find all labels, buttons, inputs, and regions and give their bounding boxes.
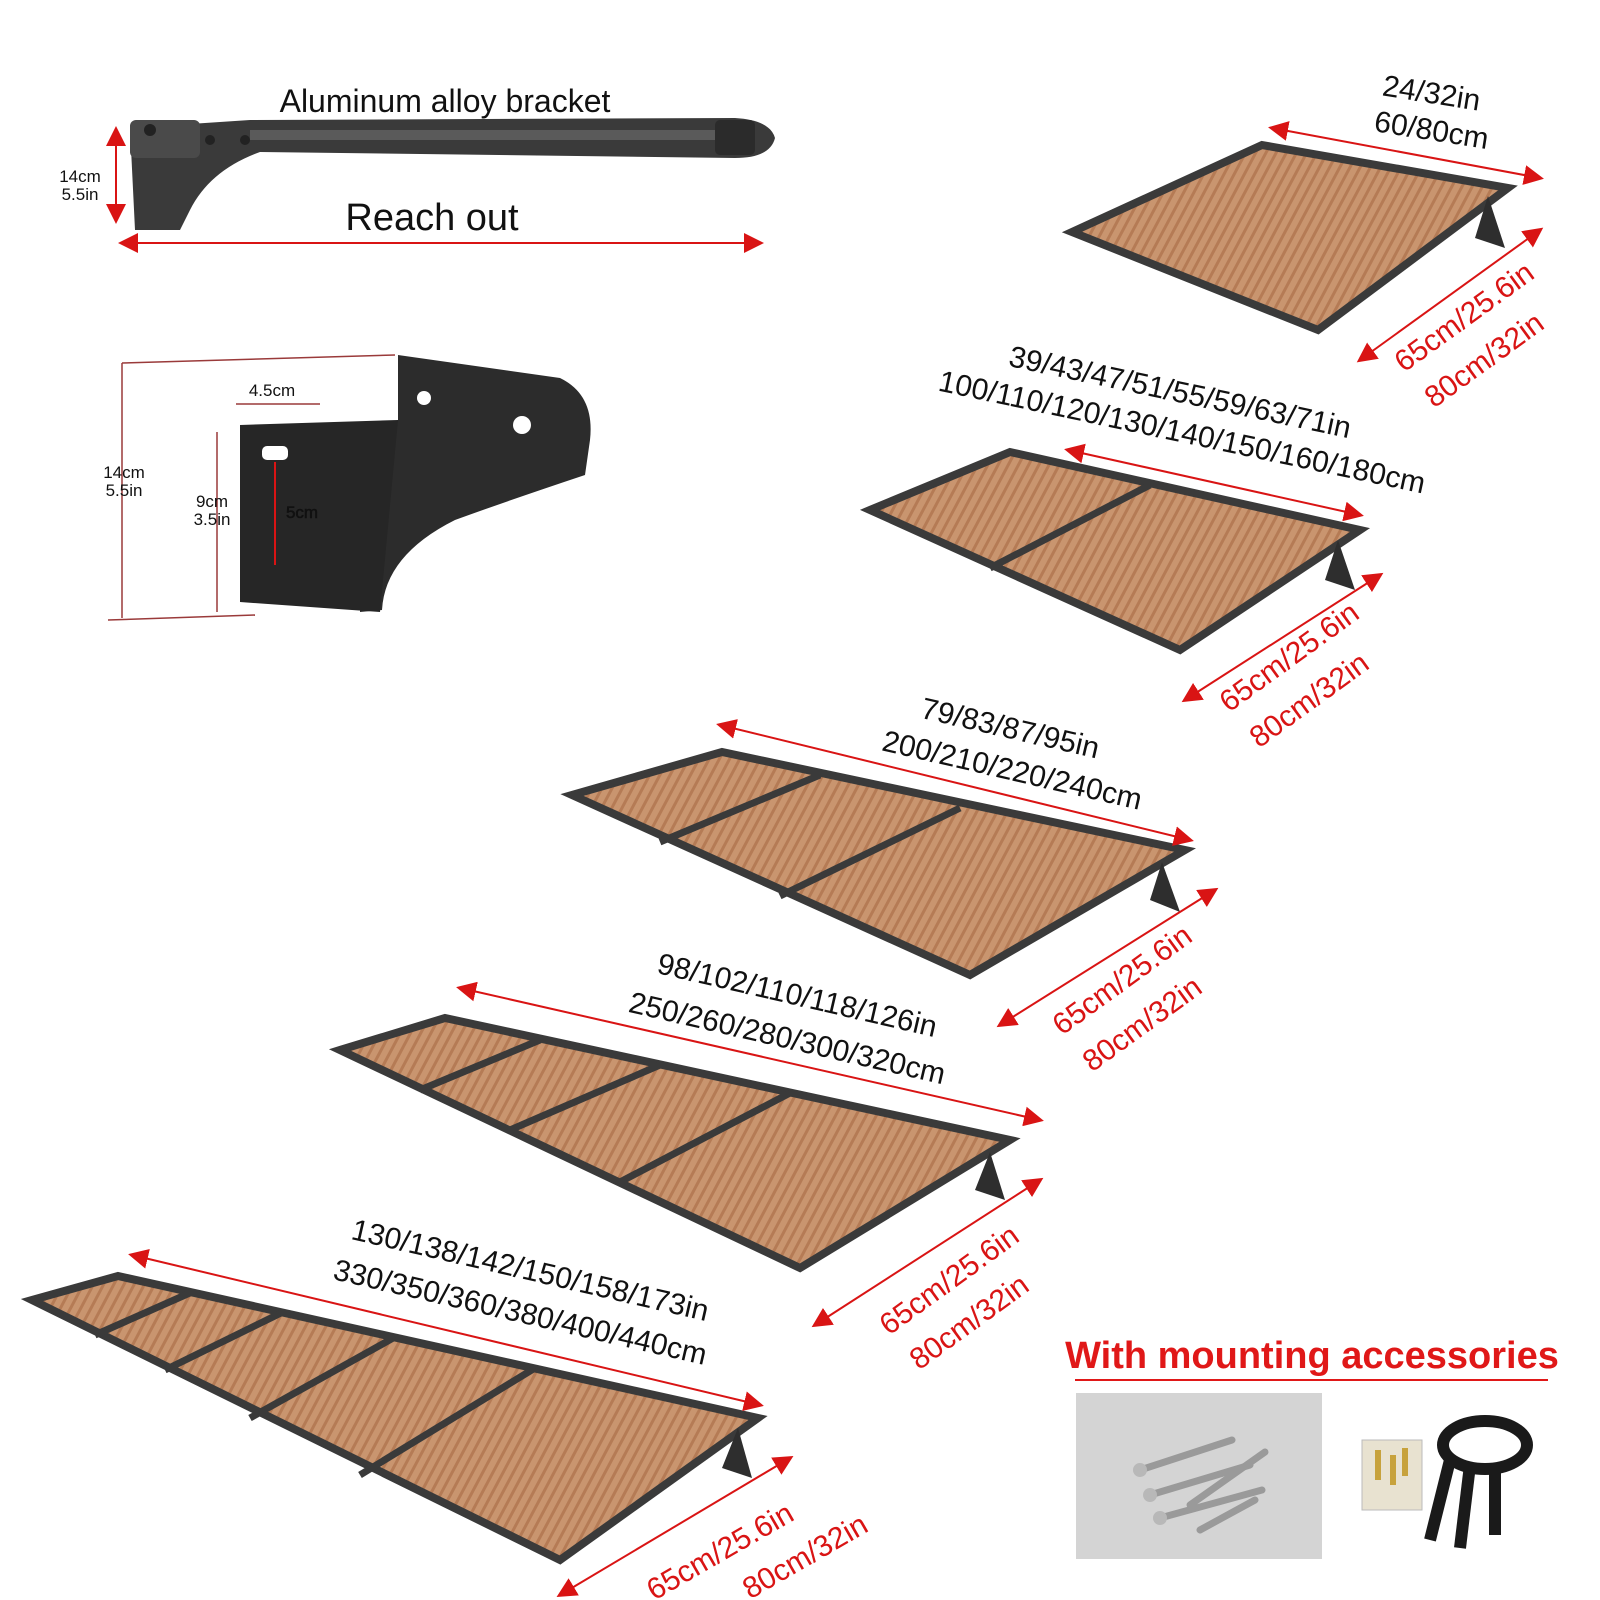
reach-out-label: Reach out xyxy=(345,197,519,239)
canopy-5-depth-arrow xyxy=(556,1455,794,1598)
wall-bracket-height-cm: 14cm xyxy=(103,463,145,482)
canopy-5: 130/138/142/150/158/173in 330/350/360/38… xyxy=(20,1214,873,1600)
expansion-bolts-photo xyxy=(1076,1393,1322,1559)
seal-strip-and-screws-photo xyxy=(1355,1393,1550,1559)
canopy-2-depth-arrow xyxy=(1181,572,1384,703)
canopy-5-width-arrow xyxy=(128,1248,764,1412)
canopy-2: 39/43/47/51/55/59/63/71in 100/110/120/13… xyxy=(859,340,1428,754)
arm-bracket-image xyxy=(130,118,775,230)
accessories-title: With mounting accessories xyxy=(1065,1335,1559,1377)
wall-bracket-height-in: 5.5in xyxy=(106,481,143,500)
arm-height-in: 5.5in xyxy=(62,185,99,204)
hole-spacing-label: 5cm xyxy=(286,503,318,522)
plate-height-in: 3.5in xyxy=(194,510,231,529)
arm-bracket-section: Aluminum alloy bracket 14cm 5.5in Reach … xyxy=(59,83,775,253)
wall-bracket-section: 14cm 5.5in 4.5cm 9cm 3.5in 5cm xyxy=(103,354,591,621)
canopy-1-panel xyxy=(1061,140,1518,335)
bracket-title: Aluminum alloy bracket xyxy=(280,83,611,119)
canopy-2-width-arrow xyxy=(1064,443,1364,522)
canopy-1-depth-arrow xyxy=(1356,227,1544,363)
canopy-1-width-arrow xyxy=(1268,121,1544,185)
canopy-1: 24/32in 60/80cm 65cm/25.6in 80cm/32in xyxy=(1061,70,1550,414)
canopy-3-width-arrow xyxy=(716,719,1194,846)
canopy-4-width-arrow xyxy=(456,981,1044,1127)
plate-height-cm: 9cm xyxy=(196,492,228,511)
canopy-4-depth-arrow xyxy=(811,1177,1044,1328)
arm-height-cm: 14cm xyxy=(59,167,101,186)
accessories-section: With mounting accessories xyxy=(1065,1335,1559,1559)
slot-width-label: 4.5cm xyxy=(249,381,295,400)
canopy-2-panel xyxy=(859,447,1371,655)
wall-bracket-image xyxy=(240,355,591,612)
